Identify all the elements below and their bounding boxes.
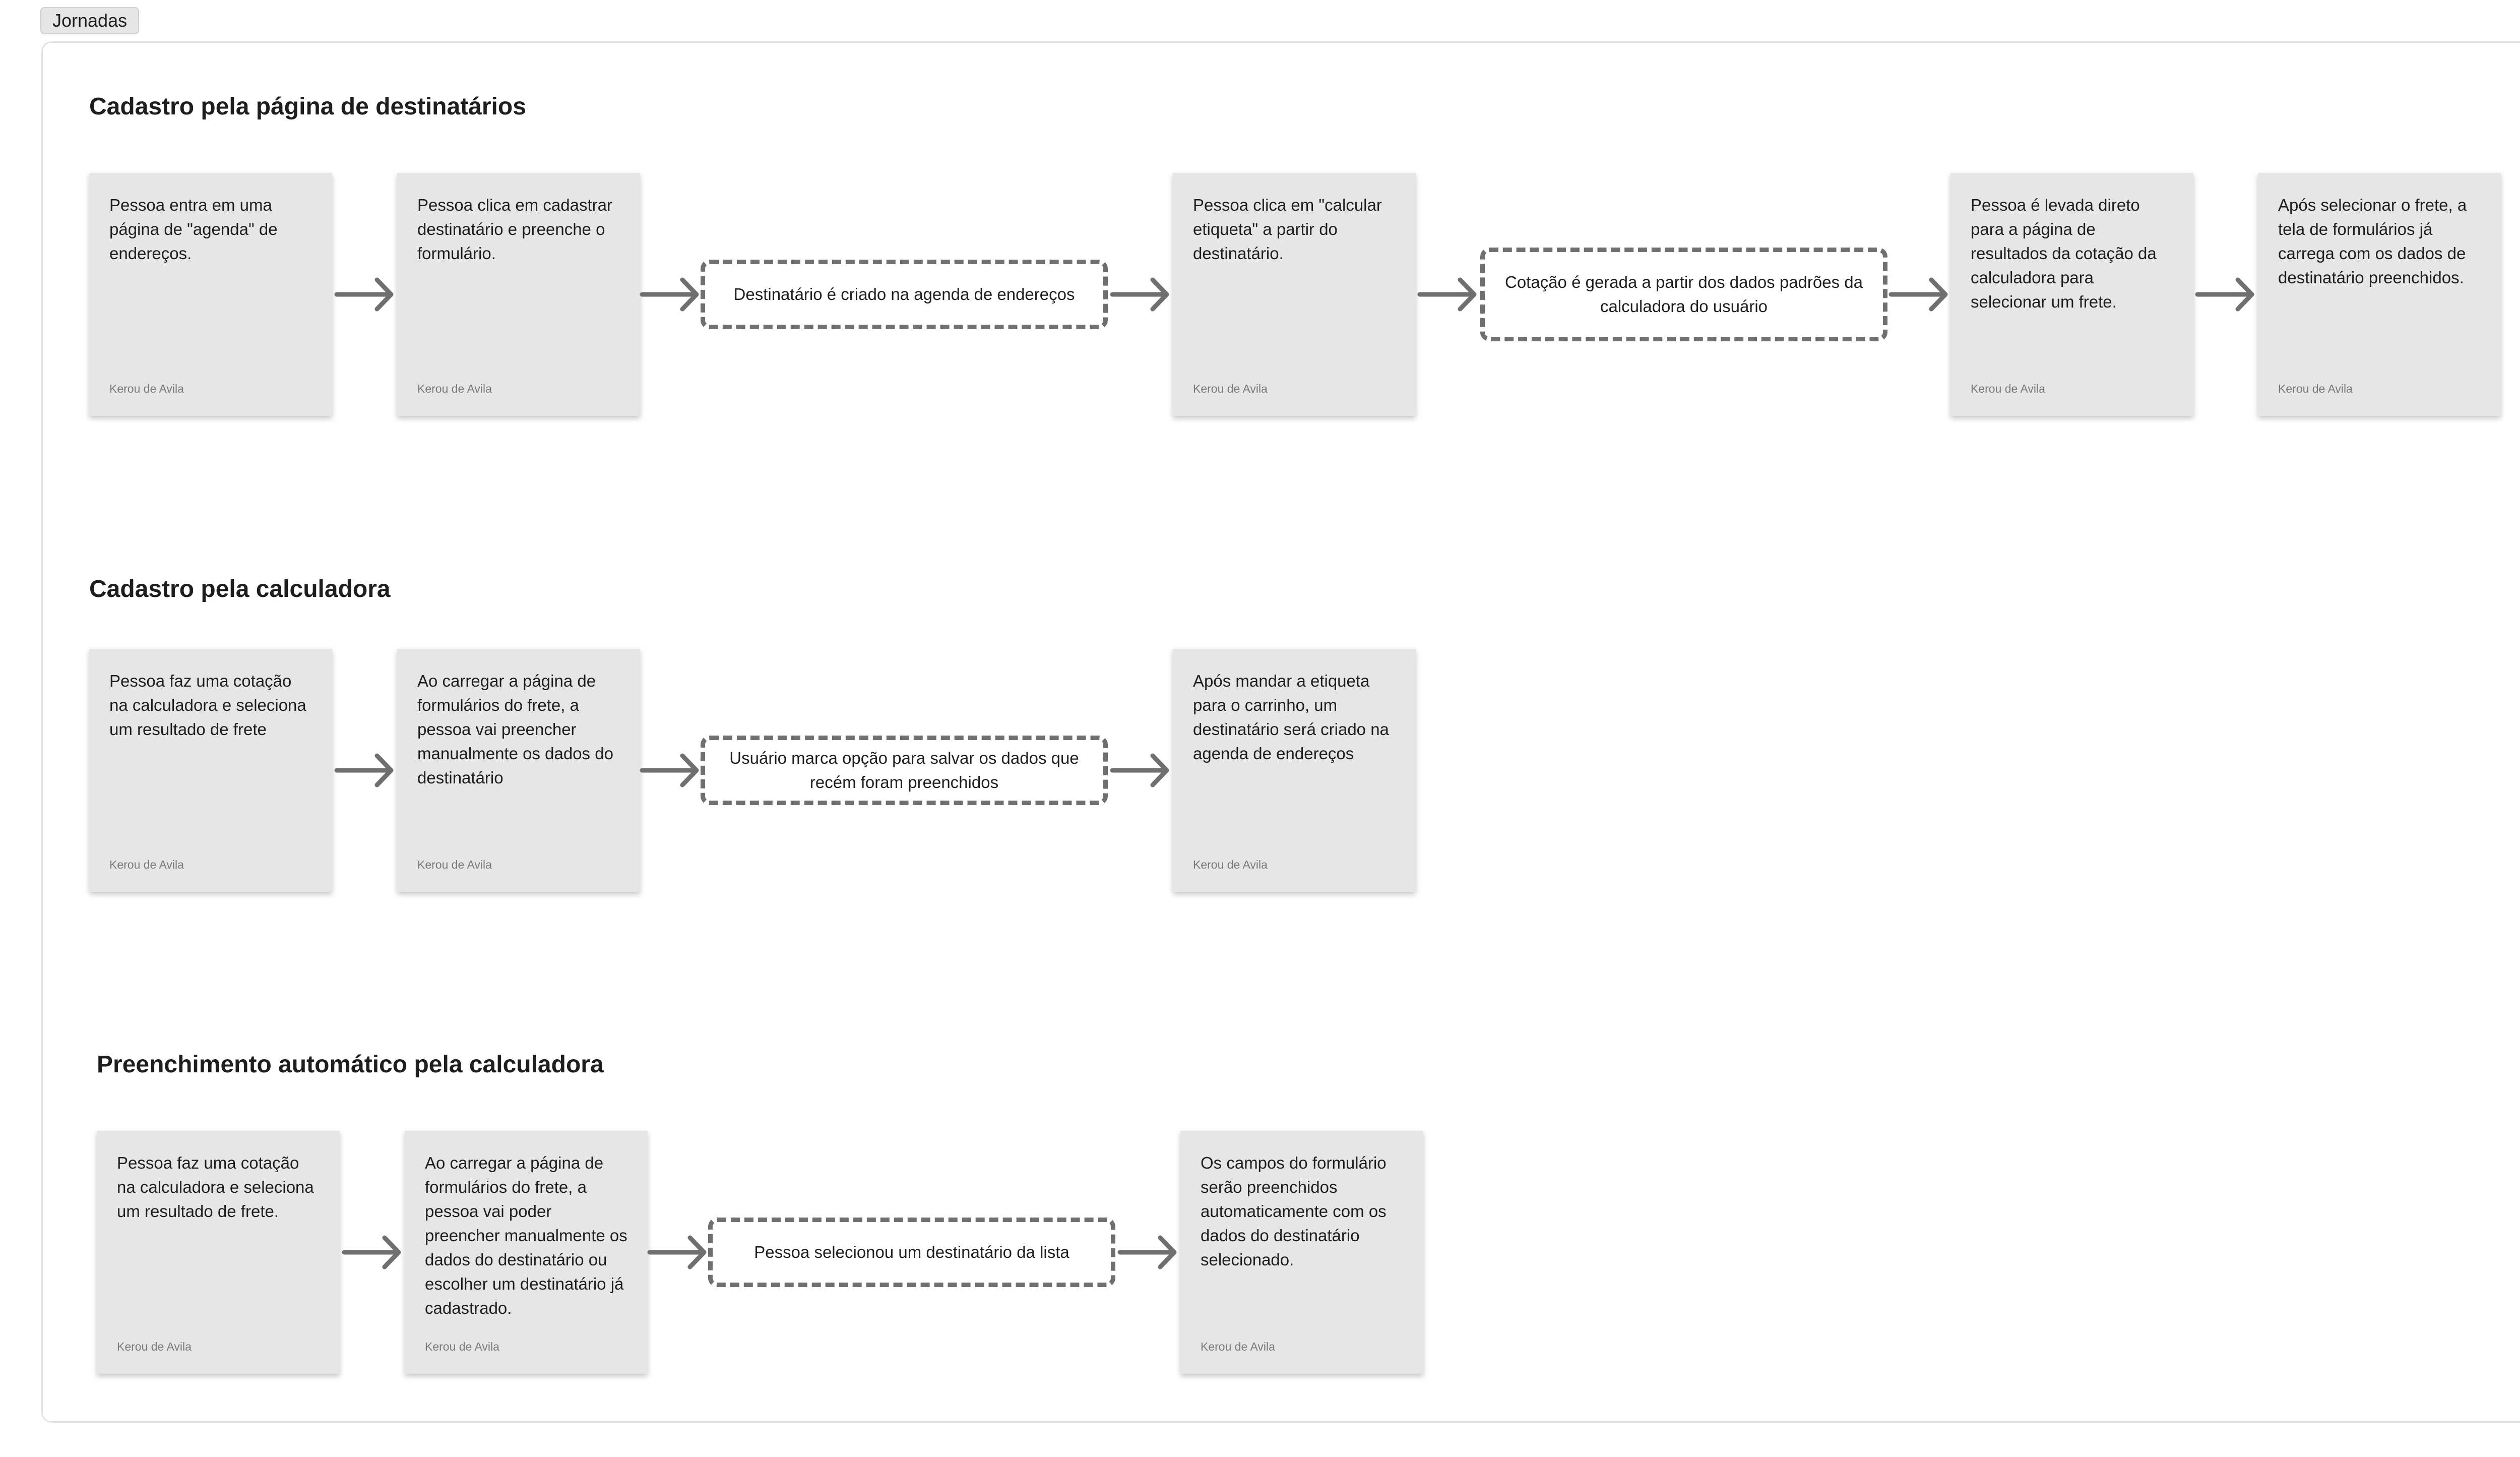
sticky-note[interactable]: Após selecionar o frete, a tela de formu… [2258,173,2501,416]
note-author: Kerou de Avila [109,382,184,395]
sticky-note[interactable]: Pessoa faz uma cotação na calculadora e … [89,649,332,892]
event-box[interactable]: Cotação é gerada a partir dos dados padr… [1480,248,1887,341]
note-author: Kerou de Avila [109,858,184,871]
note-text: Ao carregar a página de formulários do f… [417,672,613,787]
sticky-note[interactable]: Pessoa clica em "calcular etiqueta" a pa… [1173,173,1416,416]
sticky-note[interactable]: Pessoa faz uma cotação na calculadora e … [97,1131,340,1374]
frame-label[interactable]: Jornadas [40,7,140,34]
flow-arrow [1888,277,1947,312]
journey-title: Preenchimento automático pela calculador… [97,1051,604,1078]
event-box[interactable]: Destinatário é criado na agenda de ender… [701,260,1108,329]
sticky-note[interactable]: Pessoa é levada direto para a página de … [1950,173,2193,416]
sticky-note[interactable]: Ao carregar a página de formulários do f… [397,649,640,892]
note-text: Após mandar a etiqueta para o carrinho, … [1193,672,1389,763]
journey-title: Cadastro pela calculadora [89,576,391,602]
note-author: Kerou de Avila [1193,858,1268,871]
note-author: Kerou de Avila [2278,382,2353,395]
note-text: Pessoa clica em cadastrar destinatário e… [417,196,612,263]
journey-title: Cadastro pela página de destinatários [89,93,526,120]
note-text: Os campos do formulário serão preenchido… [1201,1154,1387,1269]
flow-arrow [1417,277,1477,312]
event-box[interactable]: Usuário marca opção para salvar os dados… [701,736,1108,805]
note-author: Kerou de Avila [117,1340,192,1353]
note-author: Kerou de Avila [425,1340,499,1353]
note-author: Kerou de Avila [1201,1340,1275,1353]
flow-arrow [334,277,393,312]
flow-arrow [647,1235,707,1269]
note-text: Pessoa faz uma cotação na calculadora e … [109,672,306,739]
note-author: Kerou de Avila [417,382,492,395]
sticky-note[interactable]: Os campos do formulário serão preenchido… [1180,1131,1423,1374]
flow-arrow [1110,277,1169,312]
sticky-note[interactable]: Ao carregar a página de formulários do f… [405,1131,648,1374]
flow-arrow [1117,1235,1176,1269]
note-author: Kerou de Avila [417,858,492,871]
note-text: Pessoa clica em "calcular etiqueta" a pa… [1193,196,1382,263]
note-author: Kerou de Avila [1193,382,1268,395]
flow-arrow [640,753,699,787]
flow-arrow [1110,753,1169,787]
flow-arrow [342,1235,401,1269]
sticky-note[interactable]: Pessoa clica em cadastrar destinatário e… [397,173,640,416]
note-text: Após selecionar o frete, a tela de formu… [2278,196,2467,287]
note-author: Kerou de Avila [1971,382,2045,395]
event-box[interactable]: Pessoa selecionou um destinatário da lis… [708,1218,1115,1287]
note-text: Pessoa é levada direto para a página de … [1971,196,2157,311]
flow-arrow [640,277,699,312]
flow-arrow [2195,277,2254,312]
sticky-note[interactable]: Pessoa entra em uma página de "agenda" d… [89,173,332,416]
note-text: Pessoa faz uma cotação na calculadora e … [117,1154,314,1221]
flow-arrow [334,753,393,787]
note-text: Pessoa entra em uma página de "agenda" d… [109,196,278,263]
sticky-note[interactable]: Após mandar a etiqueta para o carrinho, … [1173,649,1416,892]
note-text: Ao carregar a página de formulários do f… [425,1154,627,1317]
